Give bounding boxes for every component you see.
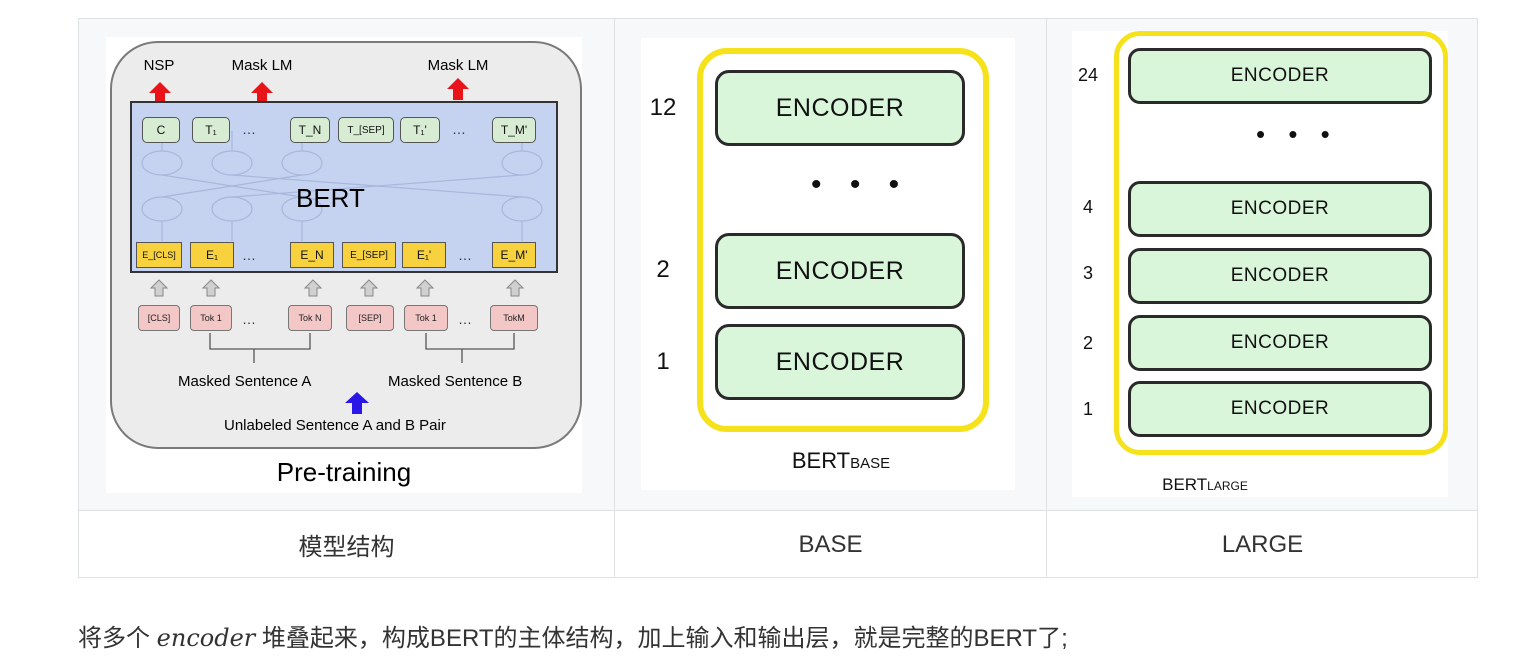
- pretraining-figure: NSP Mask LM Mask LM BERT C T₁ … T_N: [106, 37, 582, 493]
- bert-large-figure: 24 ENCODER • • • 4 ENCODER 3 ENCODER 2 E…: [1072, 31, 1448, 497]
- encoder-block: ENCODER: [1128, 248, 1432, 304]
- layer-number: 3: [1082, 263, 1093, 283]
- output-token: T₁: [192, 117, 230, 143]
- embedding-token: E₁': [402, 242, 446, 268]
- layer-number: 24: [1077, 65, 1099, 85]
- encoder-block: ENCODER: [1128, 381, 1432, 437]
- unlabeled-pair-label: Unlabeled Sentence A and B Pair: [224, 417, 446, 434]
- bert-label: BERT: [296, 183, 365, 213]
- caption-base: BASE: [798, 530, 863, 558]
- input-token: TokM: [490, 305, 538, 331]
- math-term: encoder: [156, 624, 256, 652]
- input-token: Tok 1: [404, 305, 448, 331]
- ellipsis: …: [458, 311, 472, 327]
- output-token: T_N: [290, 117, 330, 143]
- layer-number: 2: [656, 256, 670, 283]
- encoder-block: ENCODER: [715, 324, 965, 400]
- up-arrow-icon: [150, 279, 168, 297]
- encoder-block: ENCODER: [1128, 181, 1432, 237]
- paragraph-text: 堆叠起来，构成BERT的主体结构，加上输入和输出层，就是完整的BERT了;: [255, 625, 1068, 652]
- description-paragraph: 将多个 encoder 堆叠起来，构成BERT的主体结构，加上输入和输出层，就是…: [78, 618, 1068, 653]
- ellipsis: …: [242, 247, 256, 263]
- paragraph-text: 将多个: [78, 625, 157, 652]
- embedding-token: E_M': [492, 242, 536, 268]
- bert-base-label: BERTBASE: [791, 448, 891, 473]
- layer-number: 1: [1082, 399, 1093, 419]
- up-arrow-icon: [304, 279, 322, 297]
- output-token: T_[SEP]: [338, 117, 394, 143]
- ellipsis-dots: • • •: [1256, 119, 1338, 149]
- mask-lm-arrow-icon: [251, 82, 273, 104]
- input-arrow-icon: [345, 392, 369, 414]
- caption-large: LARGE: [1221, 530, 1304, 558]
- ellipsis: …: [452, 121, 466, 137]
- nsp-label: NSP: [143, 57, 175, 74]
- ellipsis: …: [242, 311, 256, 327]
- mask-lm-label: Mask LM: [231, 57, 293, 74]
- ellipsis: …: [242, 121, 256, 137]
- masked-sentence-b: Masked Sentence B: [388, 373, 523, 390]
- input-token: Tok 1: [190, 305, 232, 331]
- encoder-block: ENCODER: [715, 70, 965, 146]
- embedding-token: E_[SEP]: [342, 242, 396, 268]
- bert-large-label: BERTLARGE: [1162, 475, 1248, 494]
- layer-number: 1: [656, 348, 670, 375]
- up-arrow-icon: [360, 279, 378, 297]
- row-divider: [79, 510, 1477, 511]
- large-stack-frame: [1114, 31, 1448, 455]
- caption-model-structure: 模型结构: [298, 534, 395, 561]
- ellipsis-dots: • • •: [811, 168, 910, 201]
- column-divider: [1046, 19, 1047, 577]
- input-token: [SEP]: [346, 305, 394, 331]
- up-arrow-icon: [506, 279, 524, 297]
- up-arrow-icon: [416, 279, 434, 297]
- masked-sentence-a: Masked Sentence A: [178, 373, 312, 390]
- bert-base-figure: 12 ENCODER • • • 2 ENCODER 1 ENCODER BER…: [641, 38, 1015, 490]
- up-arrow-icon: [202, 279, 220, 297]
- column-divider: [614, 19, 615, 577]
- encoder-block: ENCODER: [1128, 315, 1432, 371]
- input-token: Tok N: [288, 305, 332, 331]
- encoder-block: ENCODER: [1128, 48, 1432, 104]
- embedding-token: E_[CLS]: [136, 242, 182, 268]
- embedding-token: E_N: [290, 242, 334, 268]
- input-token: [CLS]: [138, 305, 180, 331]
- layer-number: 4: [1082, 197, 1093, 217]
- base-stack-frame: [697, 48, 989, 432]
- mask-lm-label: Mask LM: [427, 57, 489, 74]
- ellipsis: …: [458, 247, 472, 263]
- sentence-brackets: [209, 333, 515, 363]
- nsp-arrow-icon: [149, 82, 171, 104]
- layer-number: 12: [649, 94, 677, 121]
- output-token: T_M': [492, 117, 536, 143]
- output-token: T₁': [400, 117, 440, 143]
- encoder-block: ENCODER: [715, 233, 965, 309]
- embedding-token: E₁: [190, 242, 234, 268]
- mask-lm-arrow-icon: [447, 78, 469, 100]
- layer-number: 2: [1082, 333, 1093, 353]
- output-token: C: [142, 117, 180, 143]
- pretraining-title: Pre-training: [276, 457, 412, 487]
